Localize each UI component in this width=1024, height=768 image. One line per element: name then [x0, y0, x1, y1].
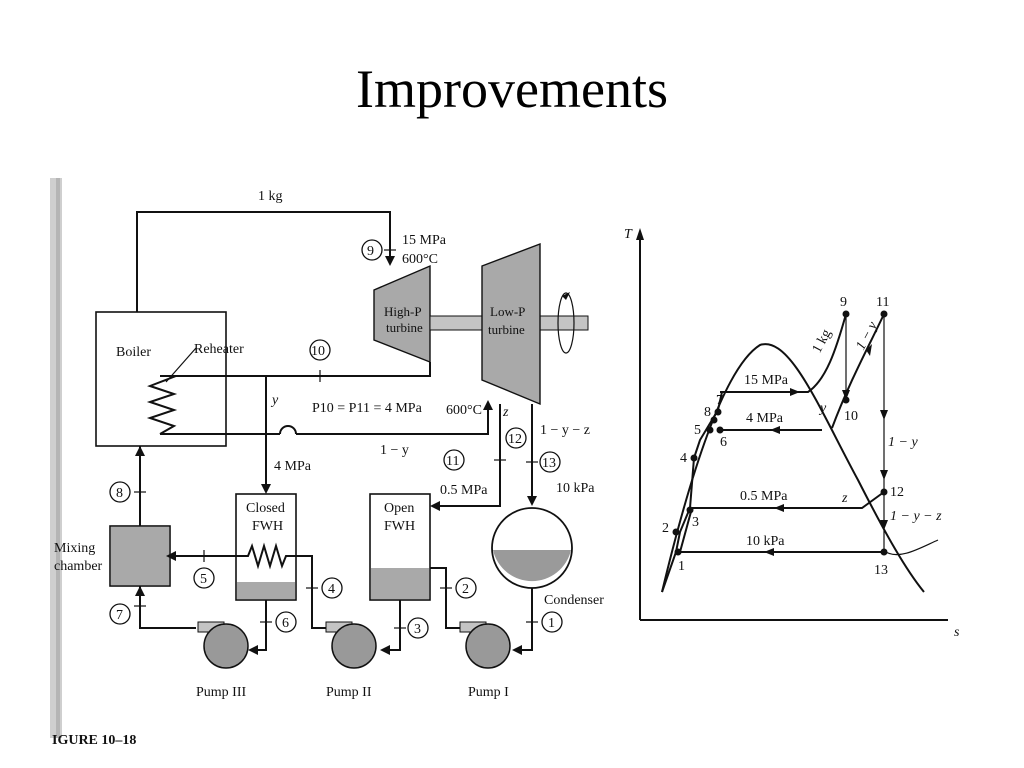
- ts-state-11: 11: [876, 295, 889, 310]
- lp-turbine-label-1: Low-P: [490, 304, 525, 319]
- ts-state-2: 2: [662, 521, 669, 536]
- ts-state-13: 13: [874, 563, 888, 578]
- closed-fwh-label-2: FWH: [252, 519, 283, 534]
- state-11: 11: [446, 454, 459, 469]
- ts-flow-1-minus-y-top: 1 − y: [854, 319, 882, 353]
- state-8: 8: [116, 486, 123, 501]
- ts-state-10: 10: [844, 409, 858, 424]
- isobar-4mpa: 4 MPa: [746, 411, 784, 426]
- closed-fwh-label-1: Closed: [246, 501, 285, 516]
- state-9: 9: [367, 244, 374, 259]
- pump-iii-label: Pump III: [196, 685, 247, 700]
- pump-i-label: Pump I: [468, 685, 509, 700]
- ts-state-8: 8: [704, 405, 711, 420]
- state-3: 3: [414, 622, 421, 637]
- figure-caption-fragment: IGURE 10–18: [52, 733, 136, 748]
- mass-label: 1 kg: [258, 189, 283, 204]
- state-13: 13: [542, 456, 556, 471]
- state-2: 2: [462, 582, 469, 597]
- lp-turbine-label-2: turbine: [488, 322, 525, 337]
- boiler: [95, 311, 227, 447]
- mixing-chamber-label-2: chamber: [54, 559, 103, 574]
- s-axis-label: s: [954, 625, 960, 640]
- hp-turbine-label-2: turbine: [386, 320, 423, 335]
- boiler-label: Boiler: [116, 345, 151, 360]
- ts-fraction-y: y: [818, 401, 827, 416]
- ts-flow-1-minus-y-minus-z: 1 − y − z: [890, 509, 942, 524]
- ts-fraction-z: z: [841, 491, 848, 506]
- reheater-coil: [146, 375, 178, 435]
- fraction-1-minus-y: 1 − y: [380, 443, 409, 458]
- fraction-z: z: [502, 405, 509, 420]
- open-fwh-label-2: FWH: [384, 519, 415, 534]
- ts-state-3: 3: [692, 515, 699, 530]
- pump-ii: [325, 621, 377, 669]
- reheater-label: Reheater: [194, 342, 244, 357]
- mixing-chamber-label-1: Mixing: [54, 541, 95, 556]
- state-1: 1: [548, 616, 555, 631]
- pump-iii: [197, 621, 249, 669]
- state-7: 7: [116, 608, 123, 623]
- state-5: 5: [200, 572, 207, 587]
- isobar-15mpa: 15 MPa: [744, 373, 789, 388]
- pump-i: [459, 621, 511, 669]
- fraction-y: y: [270, 393, 279, 408]
- ts-state-9: 9: [840, 295, 847, 310]
- isobar-0-5mpa: 0.5 MPa: [740, 489, 788, 504]
- condenser-pressure: 10 kPa: [556, 481, 595, 496]
- saturation-dome: [661, 343, 925, 593]
- condenser-label: Condenser: [544, 593, 604, 608]
- ts-flow-1kg: 1 kg: [810, 327, 835, 356]
- reheat-temperature: 600°C: [446, 403, 482, 418]
- open-fwh-pressure: 0.5 MPa: [440, 483, 488, 498]
- ts-state-5: 5: [694, 423, 701, 438]
- closed-fwh-pressure: 4 MPa: [274, 459, 312, 474]
- slide-title: Improvements: [356, 59, 668, 119]
- pressure-equation: P10 = P11 = 4 MPa: [312, 401, 423, 416]
- hp-turbine-label-1: High-P: [384, 304, 422, 319]
- ts-state-6: 6: [720, 435, 727, 450]
- ts-state-12: 12: [890, 485, 904, 500]
- state-12: 12: [508, 432, 522, 447]
- isobar-10kpa: 10 kPa: [746, 534, 785, 549]
- state-6: 6: [282, 616, 289, 631]
- hp-turbine: [373, 264, 431, 364]
- open-fwh-label-1: Open: [384, 501, 414, 516]
- ts-state-7: 7: [716, 393, 723, 408]
- t-axis-label: T: [624, 227, 633, 242]
- lp-turbine: [481, 242, 541, 406]
- ts-state-4: 4: [680, 451, 687, 466]
- ts-state-1: 1: [678, 559, 685, 574]
- ts-flow-1-minus-y: 1 − y: [888, 435, 918, 450]
- state-4: 4: [328, 582, 335, 597]
- fraction-1-minus-y-minus-z: 1 − y − z: [540, 423, 590, 438]
- state9-pressure: 15 MPa: [402, 233, 447, 248]
- pump-ii-label: Pump II: [326, 685, 372, 700]
- state-10: 10: [311, 344, 325, 359]
- state9-temperature: 600°C: [402, 252, 438, 267]
